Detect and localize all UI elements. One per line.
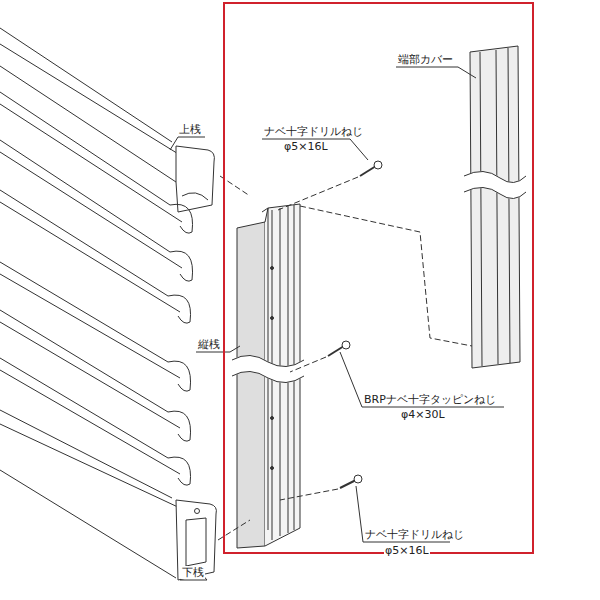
part-label: 端部カバー	[397, 53, 454, 66]
part-label: φ5×16L	[283, 140, 329, 153]
part-label: 上桟	[178, 123, 202, 136]
part-label: ナベ十字ドリルねじ	[263, 125, 364, 138]
part-label: 下桟	[181, 566, 205, 579]
part-label: BRPナベ十字タッピンねじ	[363, 393, 497, 406]
part-label: 縦桟	[197, 338, 221, 351]
part-label: φ5×16L	[384, 544, 430, 557]
part-label: ナベ十字ドリルねじ	[364, 528, 465, 541]
highlight-frame	[224, 3, 533, 553]
part-label: φ4×30L	[400, 408, 446, 421]
